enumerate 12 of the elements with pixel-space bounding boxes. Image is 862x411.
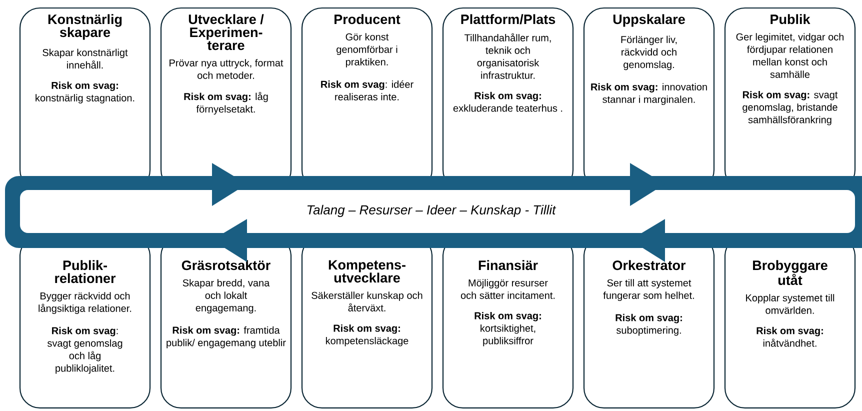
role-box: Utvecklare / Experimen-terare Prövar nya uttryck, format och metoder. Risk om svag: låg förnyelsetakt. xyxy=(160,7,292,191)
role-box: Brobyggare utåt Kopplar systemet till omvärlden. Risk om svag: inåtvändhet. xyxy=(724,235,856,409)
role-box: Gräsrotsaktör Skapar bredd, vana och lokalt engagemang. Risk om svag: framtida publik/ engagemang uteblir xyxy=(160,235,292,409)
role-box: Plattform/Plats Tillhandahåller rum, teknik och organisatorisk infrastruktur. Risk om svag: exkluderande teaterhus . xyxy=(442,7,574,191)
role-box: Producent Gör konst genomförbar i praktiken. Risk om svag: idéer realiseras inte. xyxy=(301,7,433,191)
role-box: Konstnärlig skapare Skapar konstnärligt innehåll. Risk om svag: konstnärlig stagnation. xyxy=(19,7,151,191)
role-box: Orkestrator Ser till att systemet fungerar som helhet. Risk om svag: suboptimering. xyxy=(583,235,715,409)
role-box: Kompetens-utvecklare Säkerställer kunskap och återväxt. Risk om svag: kompetensläckage xyxy=(301,235,433,409)
role-box: Finansiär Möjliggör resurser och sätter incitament. Risk om svag: kortsiktighet, publiksiffror xyxy=(442,235,574,409)
role-box: Uppskalare Förlänger liv, räckvidd och genomslag. Risk om svag: innovation stannar i marginalen. xyxy=(583,7,715,191)
role-box: Publik-relationer Bygger räckvidd och långsiktiga relationer. Risk om svag: svagt genomslag och låg publiklojalitet. xyxy=(19,235,151,409)
role-box: Publik Ger legimitet, vidgar och fördjupar relationen mellan konst och samhälle Risk om svag: svagt genomslag, bristande samhällsförankring xyxy=(724,7,856,191)
